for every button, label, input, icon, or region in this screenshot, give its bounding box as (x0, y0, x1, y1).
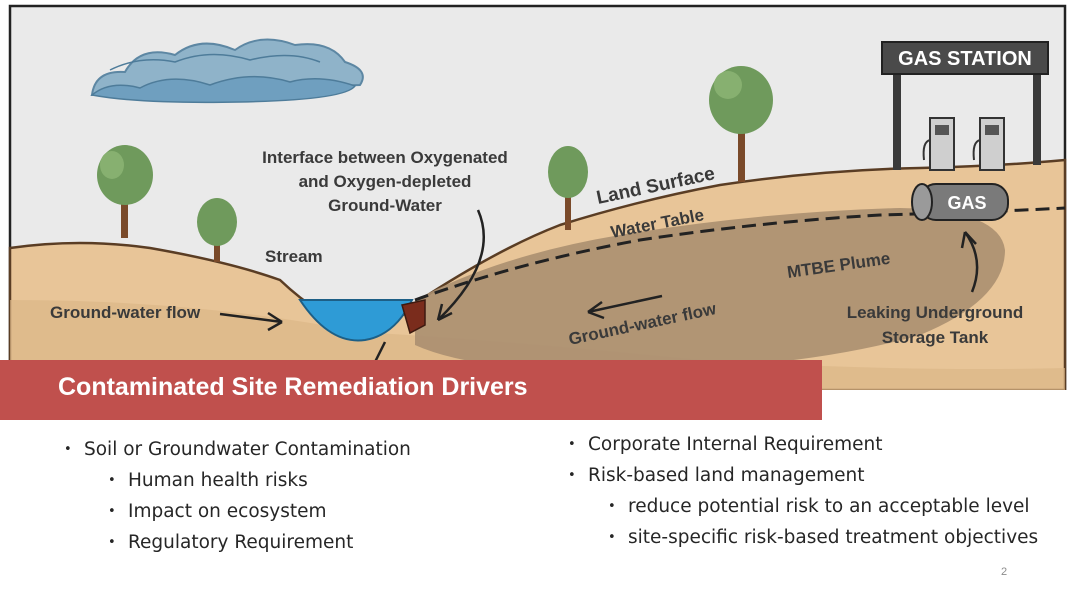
gas-tank-icon (911, 183, 1009, 221)
sub-bullet-item: reduce potential risk to an acceptable l… (608, 491, 1038, 522)
title-banner: Contaminated Site Remediation Drivers (0, 360, 822, 420)
gas-station (881, 41, 1049, 171)
flow-arrows (219, 209, 979, 373)
stream-label: Stream (265, 247, 323, 266)
leaking-tank-label-line2: Storage Tank (882, 328, 989, 347)
water-table-line (414, 206, 1066, 302)
groundwater-contamination-diagram: GAS STATION GAS Interface between Oxygen… (8, 4, 1067, 390)
sub-bullet-item: Impact on ecosystem (108, 496, 411, 527)
tree-icon (97, 145, 153, 238)
slide-title: Contaminated Site Remediation Drivers (58, 373, 528, 401)
tree-icon (709, 66, 773, 182)
bullet-item: Corporate Internal Requirement (568, 429, 1038, 460)
bullet-item: Soil or Groundwater Contamination (64, 434, 411, 465)
interface-label-line2: and Oxygen-depleted (299, 172, 472, 191)
sub-bullet-item: Regulatory Requirement (108, 527, 411, 558)
bullet-item: Risk-based land management (568, 460, 1038, 491)
gas-station-sign: GAS STATION (898, 48, 1032, 70)
tree-icon (548, 146, 588, 230)
sub-bullet-item: site-specific risk-based treatment objec… (608, 522, 1038, 553)
clouds (90, 38, 364, 104)
interface-label-line3: Ground-Water (328, 196, 442, 215)
leaking-tank-label-line1: Leaking Underground (847, 303, 1024, 322)
gw-flow-left-label: Ground-water flow (50, 303, 201, 322)
tank-label: GAS (947, 193, 986, 213)
left-bullet-list: Soil or Groundwater Contamination Human … (64, 434, 411, 558)
right-bullet-list: Corporate Internal Requirement Risk-base… (568, 429, 1038, 553)
gas-pump-icon (972, 117, 1005, 171)
sub-bullet-item: Human health risks (108, 465, 411, 496)
slide-number: 2 (1001, 566, 1008, 578)
mtbe-plume (415, 208, 1005, 372)
tree-icon (197, 198, 237, 262)
stream (298, 299, 414, 342)
interface-label-line1: Interface between Oxygenated (262, 148, 508, 167)
gas-pump-icon (922, 117, 955, 171)
diagram-svg: GAS STATION GAS Interface between Oxygen… (8, 4, 1067, 390)
